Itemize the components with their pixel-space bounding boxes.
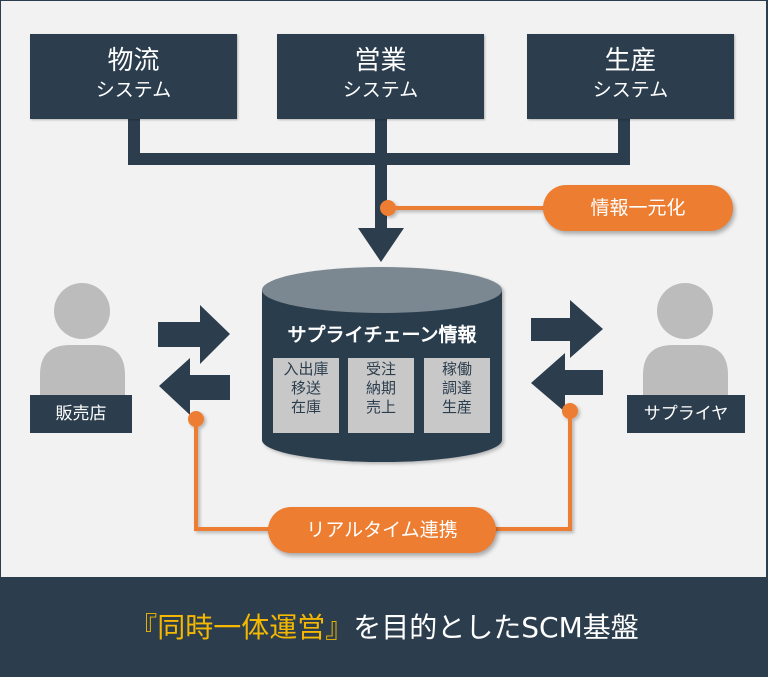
system-name: 物流 xyxy=(107,46,160,76)
cell-line: 生産 xyxy=(441,398,472,416)
cell-line: 在庫 xyxy=(290,398,321,416)
system-sub: システム xyxy=(592,79,669,101)
right-arrow-icon xyxy=(158,305,230,364)
footer-highlight: 『同時一体運営』 xyxy=(129,611,354,644)
supplier-label: サプライヤ xyxy=(627,395,745,433)
system-sub: システム xyxy=(95,79,172,101)
left-arrow-icon xyxy=(159,358,230,415)
database-cell-logistics: 入出庫 移送 在庫 xyxy=(273,358,339,433)
database-title: サプライチェーン情報 xyxy=(287,324,477,346)
cell-line: 稼働 xyxy=(441,360,472,378)
sales-system-box: 営業 システム xyxy=(277,34,484,119)
production-system-box: 生産 システム xyxy=(527,34,734,119)
system-name: 生産 xyxy=(604,46,657,76)
retailer-exchange-arrows-icon xyxy=(158,305,230,415)
database-cell-sales: 受注 納期 売上 xyxy=(348,358,414,433)
cell-line: 納期 xyxy=(365,379,396,397)
unify-badge: 情報一元化 xyxy=(543,185,733,231)
system-merge-connector xyxy=(128,119,630,262)
cell-line: 移送 xyxy=(290,379,321,397)
unify-connector xyxy=(380,200,560,216)
cell-line: 調達 xyxy=(441,379,472,397)
right-arrow-icon xyxy=(531,300,603,358)
down-arrow-icon xyxy=(358,228,404,262)
system-name: 営業 xyxy=(354,46,407,76)
retailer-label: 販売店 xyxy=(30,395,132,433)
cell-line: 売上 xyxy=(365,398,396,416)
database-cell-production: 稼働 調達 生産 xyxy=(424,358,490,433)
system-sub: システム xyxy=(342,79,419,101)
cell-line: 入出庫 xyxy=(283,360,329,378)
logistics-system-box: 物流 システム xyxy=(30,34,237,119)
supplier-exchange-arrows-icon xyxy=(531,300,603,412)
footer-text: を目的としたSCM基盤 xyxy=(353,611,639,644)
retailer-person-icon xyxy=(40,283,125,400)
left-arrow-icon xyxy=(531,353,603,412)
supplier-person-icon xyxy=(643,283,728,400)
cell-line: 受注 xyxy=(365,360,396,378)
footer-banner: 『同時一体運営』を目的としたSCM基盤 xyxy=(0,578,768,677)
realtime-badge: リアルタイム連携 xyxy=(268,507,496,553)
